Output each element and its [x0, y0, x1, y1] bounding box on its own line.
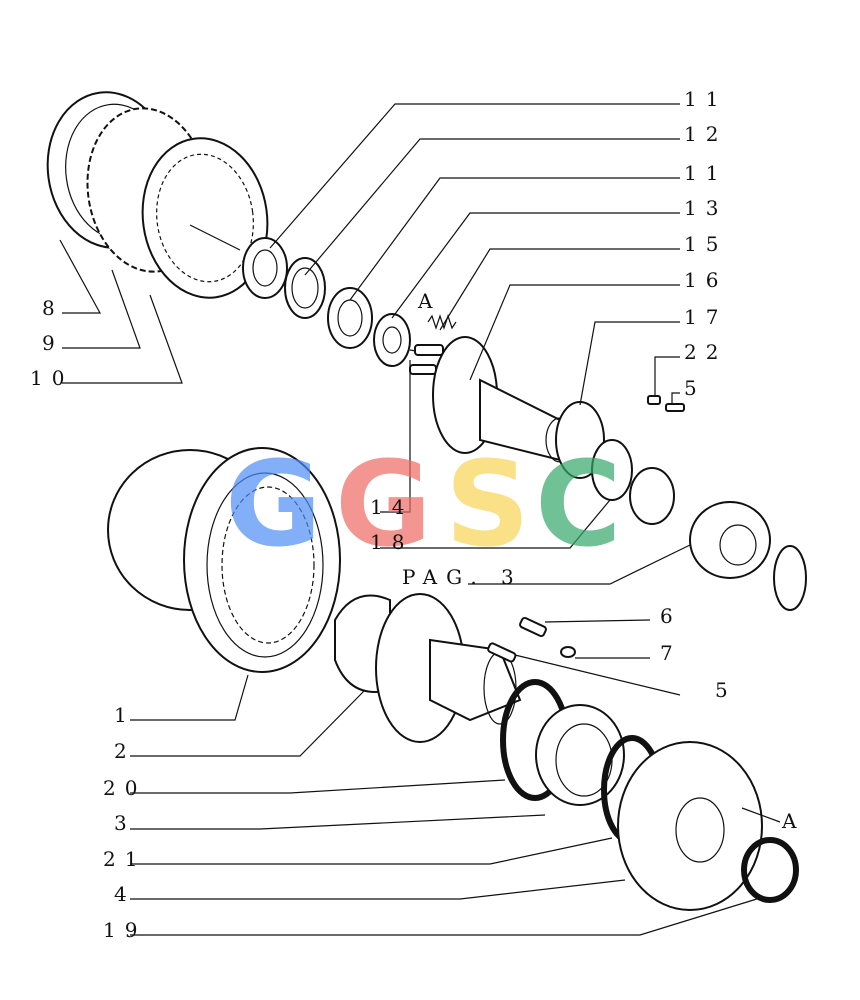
bolts-lower — [487, 616, 576, 663]
callout-8: 8 — [42, 296, 64, 320]
thrust-washer — [373, 313, 411, 367]
callout-3: 3 — [114, 811, 136, 835]
callout-19: 19 — [103, 918, 146, 942]
callout-5-lower: 5 — [715, 678, 737, 702]
planetary-ring-gear — [107, 447, 341, 673]
callout-13: 13 — [684, 196, 727, 220]
pin-and-spring — [409, 314, 457, 375]
hub-assembly-partial — [689, 501, 807, 611]
callout-15: 15 — [684, 232, 727, 256]
callout-16: 16 — [684, 268, 727, 292]
hub-carrier — [334, 593, 522, 743]
o-ring-lower — [741, 837, 799, 903]
leader-lines — [59, 103, 781, 936]
ring-gear-carrier-upper — [46, 91, 269, 299]
bearing-upper — [242, 237, 288, 299]
watermark-letter-2: G — [335, 435, 432, 573]
callout-a-lower: A — [781, 809, 805, 833]
callout-10: 10 — [30, 366, 73, 390]
callout-12: 12 — [684, 122, 727, 146]
callout-9: 9 — [42, 331, 64, 355]
watermark-letter-3: S — [445, 435, 530, 573]
callout-11-second: 11 — [684, 161, 727, 185]
callout-pag-3: PAG. 3 — [402, 565, 523, 589]
callout-2: 2 — [114, 739, 136, 763]
callout-11-top: 11 — [684, 87, 727, 111]
callout-6: 6 — [660, 604, 682, 628]
callout-22: 22 — [684, 340, 727, 364]
callout-5-upper: 5 — [684, 376, 706, 400]
flange-and-rings — [555, 395, 685, 525]
end-cover — [617, 741, 763, 911]
callout-20: 20 — [103, 776, 146, 800]
callout-1: 1 — [114, 703, 136, 727]
watermark-letter-4: C — [535, 435, 622, 573]
watermark-logo: G G S C — [225, 435, 622, 573]
callout-17: 17 — [684, 305, 727, 329]
callout-21: 21 — [103, 847, 146, 871]
callout-14: 14 — [370, 495, 413, 519]
callout-labels: 11 12 11 13 15 16 17 22 5 8 9 10 A 14 18… — [30, 87, 805, 942]
callout-7: 7 — [660, 641, 682, 665]
bearing-lower — [327, 287, 373, 349]
callout-18: 18 — [370, 530, 413, 554]
watermark-letter-1: G — [225, 435, 322, 573]
callout-4: 4 — [114, 882, 136, 906]
pinion-gear-shaft — [432, 336, 575, 463]
spacer-ring — [284, 257, 326, 319]
callout-a-upper: A — [417, 289, 441, 313]
